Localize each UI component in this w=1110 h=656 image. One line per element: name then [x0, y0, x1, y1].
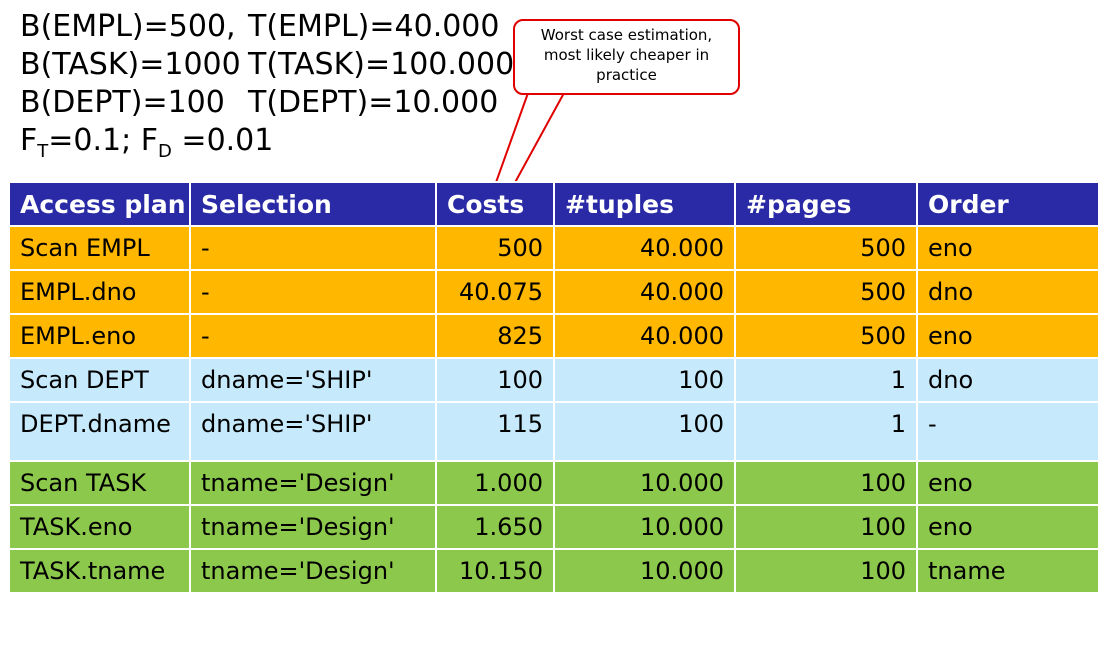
- callout-line-1: Worst case estimation,: [540, 26, 713, 44]
- cell-selection: tname='Design': [189, 548, 437, 594]
- cell-costs: 500: [435, 225, 555, 271]
- cell-tuples: 100: [553, 357, 736, 403]
- tuples-empl: T(EMPL)=40.000: [248, 9, 500, 44]
- header-access-plan: Access plan: [8, 181, 191, 227]
- cell-pages: 100: [734, 548, 918, 594]
- header-selection: Selection: [189, 181, 437, 227]
- cell-pages: 1: [734, 357, 918, 403]
- cell-pages: 500: [734, 269, 918, 315]
- table-row: TASK.tname tname='Design' 10.150 10.000 …: [8, 548, 1100, 594]
- callout-line-2: most likely cheaper in: [543, 46, 710, 64]
- cell-access-plan: DEPT.dname: [8, 401, 191, 462]
- header-pages: #pages: [734, 181, 918, 227]
- stats-line-dept: B(DEPT)=100 T(DEPT)=10.000: [20, 84, 514, 122]
- cell-pages: 500: [734, 313, 918, 359]
- blocks-dept: B(DEPT)=100: [20, 85, 225, 120]
- cell-order: eno: [916, 460, 1100, 506]
- blocks-empl: B(EMPL)=500,: [20, 9, 236, 44]
- cell-costs: 10.150: [435, 548, 555, 594]
- table-row: Scan TASK tname='Design' 1.000 10.000 10…: [8, 460, 1100, 506]
- callout-note: Worst case estimation, most likely cheap…: [513, 19, 740, 95]
- cell-tuples: 10.000: [553, 548, 736, 594]
- cell-access-plan: Scan DEPT: [8, 357, 191, 403]
- cell-costs: 40.075: [435, 269, 555, 315]
- table-row: EMPL.eno - 825 40.000 500 eno: [8, 313, 1100, 359]
- table-row: EMPL.dno - 40.075 40.000 500 dno: [8, 269, 1100, 315]
- cell-costs: 115: [435, 401, 555, 462]
- header-costs: Costs: [435, 181, 555, 227]
- cell-order: eno: [916, 504, 1100, 550]
- stats-line-empl: B(EMPL)=500, T(EMPL)=40.000: [20, 8, 514, 46]
- cell-access-plan: TASK.eno: [8, 504, 191, 550]
- cell-tuples: 40.000: [553, 313, 736, 359]
- cell-selection: tname='Design': [189, 460, 437, 506]
- cell-pages: 1: [734, 401, 918, 462]
- cell-order: eno: [916, 225, 1100, 271]
- access-plan-table: Access plan Selection Costs #tuples #pag…: [8, 181, 1100, 594]
- cell-pages: 500: [734, 225, 918, 271]
- cell-order: tname: [916, 548, 1100, 594]
- selectivity-factors: FT=0.1; FD =0.01: [20, 123, 274, 162]
- tuples-dept: T(DEPT)=10.000: [248, 85, 499, 120]
- cell-pages: 100: [734, 460, 918, 506]
- cell-order: eno: [916, 313, 1100, 359]
- cell-order: -: [916, 401, 1100, 462]
- header-tuples: #tuples: [553, 181, 736, 227]
- cell-selection: tname='Design': [189, 504, 437, 550]
- cell-access-plan: Scan TASK: [8, 460, 191, 506]
- cell-selection: dname='SHIP': [189, 357, 437, 403]
- cell-tuples: 10.000: [553, 460, 736, 506]
- cell-order: dno: [916, 357, 1100, 403]
- cell-selection: -: [189, 313, 437, 359]
- cell-pages: 100: [734, 504, 918, 550]
- cell-selection: -: [189, 225, 437, 271]
- cell-access-plan: EMPL.dno: [8, 269, 191, 315]
- table-row: TASK.eno tname='Design' 1.650 10.000 100…: [8, 504, 1100, 550]
- cell-tuples: 40.000: [553, 269, 736, 315]
- blocks-task: B(TASK)=1000: [20, 47, 241, 82]
- cell-order: dno: [916, 269, 1100, 315]
- cell-costs: 100: [435, 357, 555, 403]
- callout-line-3: practice: [596, 66, 657, 84]
- tuples-task: T(TASK)=100.000: [248, 47, 515, 82]
- cell-selection: -: [189, 269, 437, 315]
- header-order: Order: [916, 181, 1100, 227]
- cell-access-plan: TASK.tname: [8, 548, 191, 594]
- cell-access-plan: EMPL.eno: [8, 313, 191, 359]
- cell-costs: 1.000: [435, 460, 555, 506]
- table-row: Scan DEPT dname='SHIP' 100 100 1 dno: [8, 357, 1100, 403]
- cell-costs: 825: [435, 313, 555, 359]
- table-row: Scan EMPL - 500 40.000 500 eno: [8, 225, 1100, 271]
- cell-tuples: 10.000: [553, 504, 736, 550]
- cell-tuples: 40.000: [553, 225, 736, 271]
- cell-access-plan: Scan EMPL: [8, 225, 191, 271]
- table-header-row: Access plan Selection Costs #tuples #pag…: [8, 181, 1100, 227]
- cell-tuples: 100: [553, 401, 736, 462]
- cell-costs: 1.650: [435, 504, 555, 550]
- table-row: DEPT.dname dname='SHIP' 115 100 1 -: [8, 401, 1100, 462]
- cell-selection: dname='SHIP': [189, 401, 437, 462]
